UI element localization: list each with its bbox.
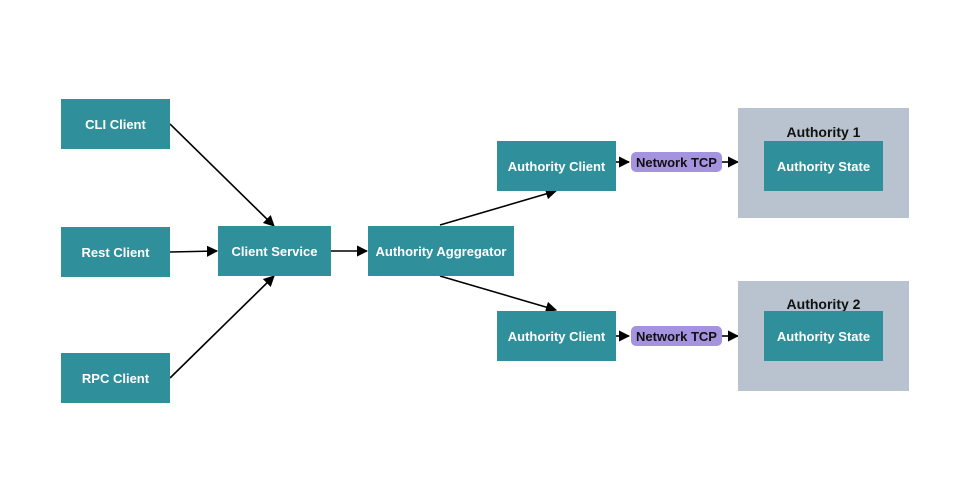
authority-client-2-node: Authority Client (497, 311, 616, 361)
network-tcp-1-label: Network TCP (631, 152, 722, 172)
rpc-client-node: RPC Client (61, 353, 170, 403)
rest-client-node: Rest Client (61, 227, 170, 277)
network-tcp-2-label: Network TCP (631, 326, 722, 346)
edge-aggregator-to-authority-client-1 (439, 188, 558, 226)
edge-rest-to-client-service (169, 245, 219, 257)
edge-aggregator-to-authority-client-2 (439, 275, 558, 313)
authority-aggregator-node: Authority Aggregator (368, 226, 514, 276)
edge-cli-to-client-service (169, 123, 275, 227)
authority-client-1-node: Authority Client (497, 141, 616, 191)
authority-state-1-node: Authority State (764, 141, 883, 191)
authority-state-2-node: Authority State (764, 311, 883, 361)
authority-2-title: Authority 2 (786, 296, 861, 312)
cli-client-node: CLI Client (61, 99, 170, 149)
edge-rpc-to-client-service (169, 275, 275, 379)
client-service-node: Client Service (218, 226, 331, 276)
authority-1-title: Authority 1 (786, 124, 861, 140)
